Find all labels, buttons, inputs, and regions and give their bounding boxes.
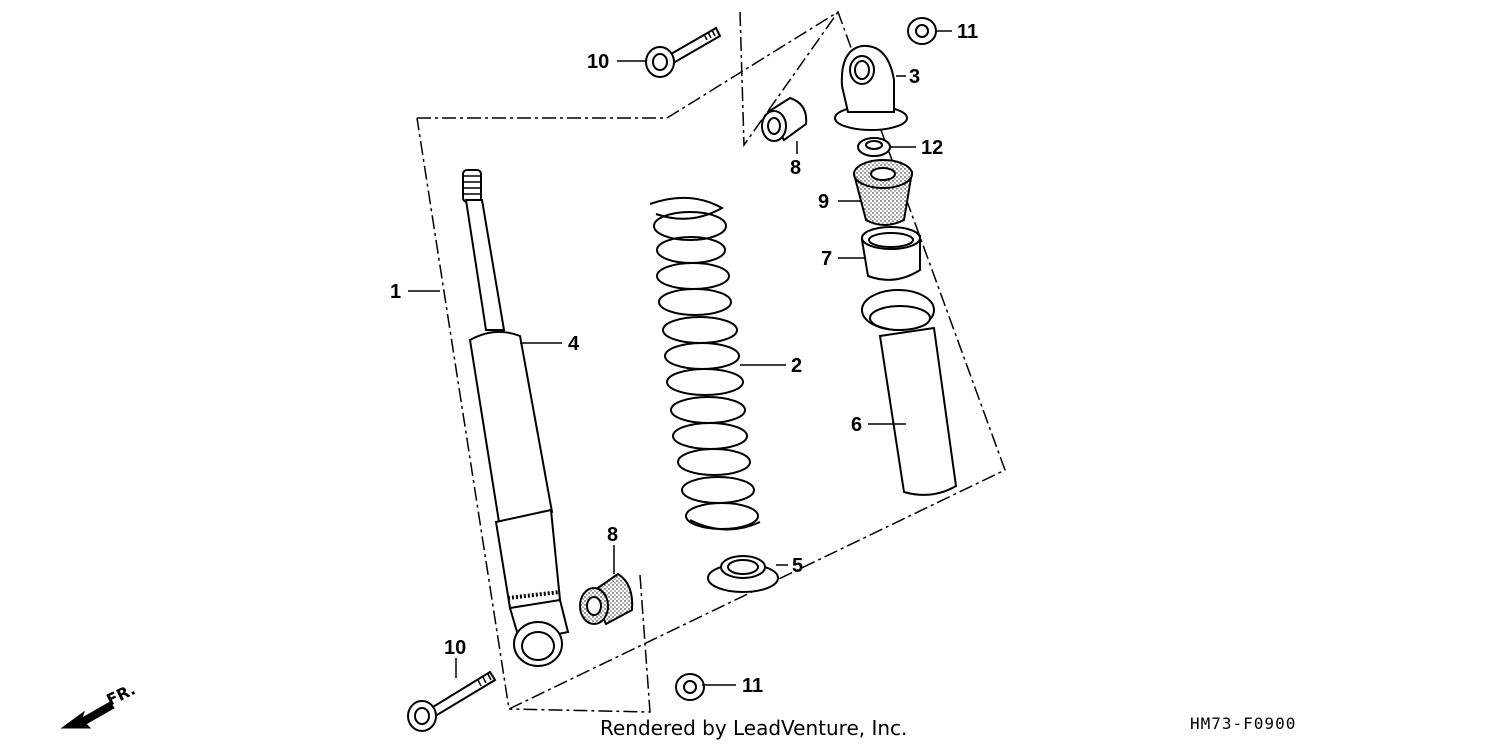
callout-1: 1	[390, 281, 401, 303]
bolt-upper	[645, 26, 722, 78]
nut-upper	[907, 17, 937, 45]
callout-11-lower: 11	[742, 675, 763, 697]
callout-11-upper: 11	[957, 21, 978, 43]
spring-seat	[707, 555, 779, 593]
washer	[857, 137, 891, 157]
callout-labels: 1 2 3 4 5 6 7 8 8 9 10 10 11 11 12	[390, 21, 978, 697]
assembly-outline	[416, 10, 1006, 713]
coil-spring	[649, 196, 761, 531]
bushing-upper	[761, 96, 808, 142]
bushing-lower	[579, 572, 634, 626]
callout-9: 9	[818, 191, 829, 213]
collar	[860, 226, 921, 281]
footer-credit: Rendered by LeadVenture, Inc.	[600, 716, 908, 740]
arrow-left-icon	[60, 701, 115, 729]
callout-4: 4	[568, 333, 580, 355]
callout-12: 12	[921, 137, 943, 159]
callout-2: 2	[791, 355, 802, 377]
callout-3: 3	[909, 66, 920, 88]
upper-joint	[834, 44, 908, 131]
callout-7: 7	[821, 248, 832, 270]
callout-6: 6	[851, 414, 862, 436]
callout-8-lower: 8	[607, 524, 618, 546]
dust-boot	[861, 289, 958, 496]
callout-8-upper: 8	[790, 157, 801, 179]
leader-lines	[408, 30, 952, 686]
nut-lower	[675, 673, 705, 701]
callout-5: 5	[792, 555, 803, 577]
shock-absorber	[462, 169, 570, 667]
callout-10-lower: 10	[444, 637, 466, 659]
diagram-code: HM73-F0900	[1190, 714, 1297, 733]
front-direction-indicator: FR.	[60, 680, 138, 729]
callout-10-upper: 10	[587, 51, 609, 73]
bump-stop	[852, 159, 914, 226]
bolt-lower	[407, 670, 497, 732]
direction-label: FR.	[103, 680, 138, 710]
